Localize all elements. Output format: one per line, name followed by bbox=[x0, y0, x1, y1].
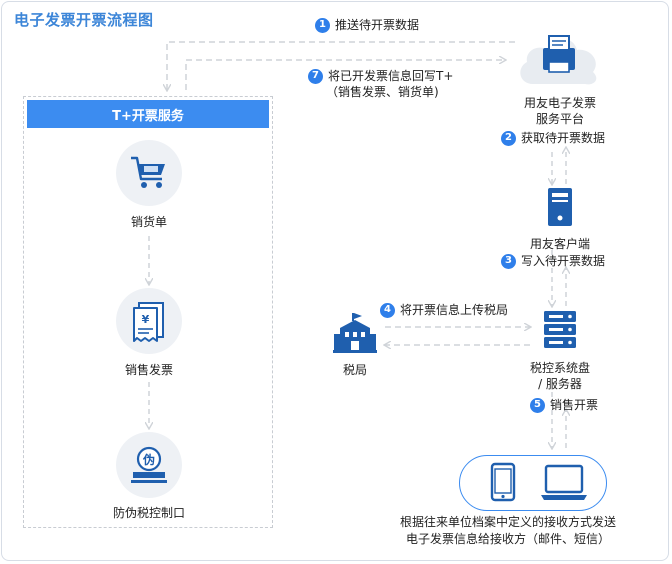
tax-bureau-building-icon bbox=[333, 313, 377, 353]
step-2-badge: 2 bbox=[501, 130, 516, 146]
step-7-badge: 7 bbox=[308, 68, 323, 84]
step-1: 1 推送待开票数据 bbox=[315, 17, 419, 33]
step-4-badge: 4 bbox=[380, 302, 395, 318]
page-title: 电子发票开票流程图 bbox=[14, 11, 154, 29]
step-3-text: 写入待开票数据 bbox=[521, 254, 606, 268]
mobile-phone-icon bbox=[490, 462, 516, 502]
sales-order-node bbox=[116, 140, 182, 206]
receiver-note: 根据往来单位档案中定义的接收方式发送 电子发票信息给接收方（邮件、短信） bbox=[400, 514, 616, 548]
svg-text:伪: 伪 bbox=[142, 452, 155, 467]
laptop-icon bbox=[541, 464, 587, 500]
tax-bureau-label: 税局 bbox=[342, 363, 368, 377]
sales-invoice-node: ¥ bbox=[116, 288, 182, 354]
step-2: 2 获取待开票数据 bbox=[501, 130, 605, 146]
step-5-text: 销售开票 bbox=[550, 398, 599, 412]
flow-step7-line bbox=[185, 60, 505, 90]
step-7: 7 将已开发票信息回写T+ bbox=[308, 68, 453, 84]
client-computer-icon bbox=[548, 188, 572, 226]
platform-label-line1: 用友电子发票 bbox=[523, 96, 597, 110]
step-4-text: 将开票信息上传税局 bbox=[400, 303, 509, 317]
step-3: 3 写入待开票数据 bbox=[501, 253, 605, 269]
step-3-badge: 3 bbox=[501, 253, 516, 269]
step-4: 4 将开票信息上传税局 bbox=[380, 302, 508, 318]
client-label: 用友客户端 bbox=[529, 237, 591, 251]
tax-disk-label-line2: / 服务器 bbox=[538, 377, 582, 391]
step-7-text: 将已开发票信息回写T+ bbox=[328, 69, 454, 83]
t-service-header: T+开票服务 bbox=[27, 100, 269, 128]
svg-text:¥: ¥ bbox=[142, 313, 150, 326]
receiver-note-line2: 电子发票信息给接收方（邮件、短信） bbox=[405, 532, 611, 546]
tax-port-label: 防伪税控制口 bbox=[112, 506, 186, 520]
platform-label-line2: 服务平台 bbox=[535, 112, 585, 126]
invoice-document-icon: ¥ bbox=[133, 302, 164, 342]
step-1-text: 推送待开票数据 bbox=[335, 18, 420, 32]
tax-disk-label-line1: 税控系统盘 bbox=[529, 361, 591, 375]
tax-port-node: 伪 bbox=[116, 432, 182, 498]
flow-step1-line bbox=[167, 41, 515, 90]
step-1-badge: 1 bbox=[315, 17, 330, 33]
step-7-subtext: （销售发票、销货单) bbox=[326, 85, 439, 99]
sales-order-label: 销货单 bbox=[130, 215, 168, 229]
receiver-note-line1: 根据往来单位档案中定义的接收方式发送 bbox=[399, 515, 617, 529]
anti-counterfeit-stamp-icon: 伪 bbox=[131, 446, 167, 483]
step-5-badge: 5 bbox=[530, 397, 545, 413]
server-stack-icon bbox=[544, 311, 576, 348]
step-5: 5 销售开票 bbox=[530, 397, 598, 413]
shopping-cart-icon bbox=[131, 156, 165, 188]
cloud-platform-icon bbox=[520, 35, 597, 85]
step-2-text: 获取待开票数据 bbox=[521, 131, 606, 145]
sales-invoice-label: 销售发票 bbox=[124, 363, 174, 377]
